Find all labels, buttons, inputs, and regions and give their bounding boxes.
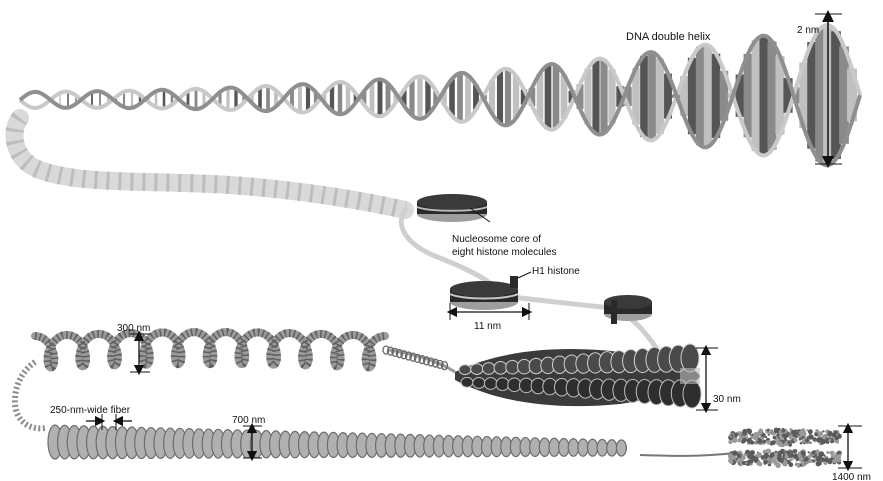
metaphase-chromosome [728,428,842,468]
label-dna-double-helix: DNA double helix [626,31,711,43]
nucleosome-2 [450,281,518,310]
solenoid-30nm-fiber [455,344,701,408]
label-nucleosome-core-line2: eight histone molecules [452,247,557,258]
beads-on-a-string: Nucleosome core of eight histone molecul… [401,194,665,360]
small-coil [383,346,448,370]
dimension-30nm: 30 nm [696,348,741,410]
label-2nm: 2 nm [797,25,819,36]
label-h1-histone: H1 histone [532,266,580,277]
chromatid-bottom [728,449,842,468]
fiber-connector [390,350,455,372]
h1-histone [510,272,531,288]
linker-dna [401,210,665,360]
chromatid-top [728,428,842,448]
label-30nm: 30 nm [713,394,741,405]
nucleosome-core-1 [417,194,487,222]
label-300nm: 300 nm [117,323,150,334]
coil-taper-thread [640,453,735,456]
helix-ribbon-left-stripes [15,118,405,210]
coil-turns [48,425,626,459]
label-11nm: 11 nm [474,321,501,332]
label-700nm: 700 nm [232,415,265,426]
loop-tail [15,362,45,428]
label-nucleosome-core-line1: Nucleosome core of [452,234,541,245]
label-1400nm: 1400 nm [832,472,871,481]
dna-double-helix [15,25,860,210]
nucleosome-3 [604,295,652,324]
condensed-coil-700nm [48,425,735,459]
label-250nm: 250-nm-wide fiber [50,405,131,416]
